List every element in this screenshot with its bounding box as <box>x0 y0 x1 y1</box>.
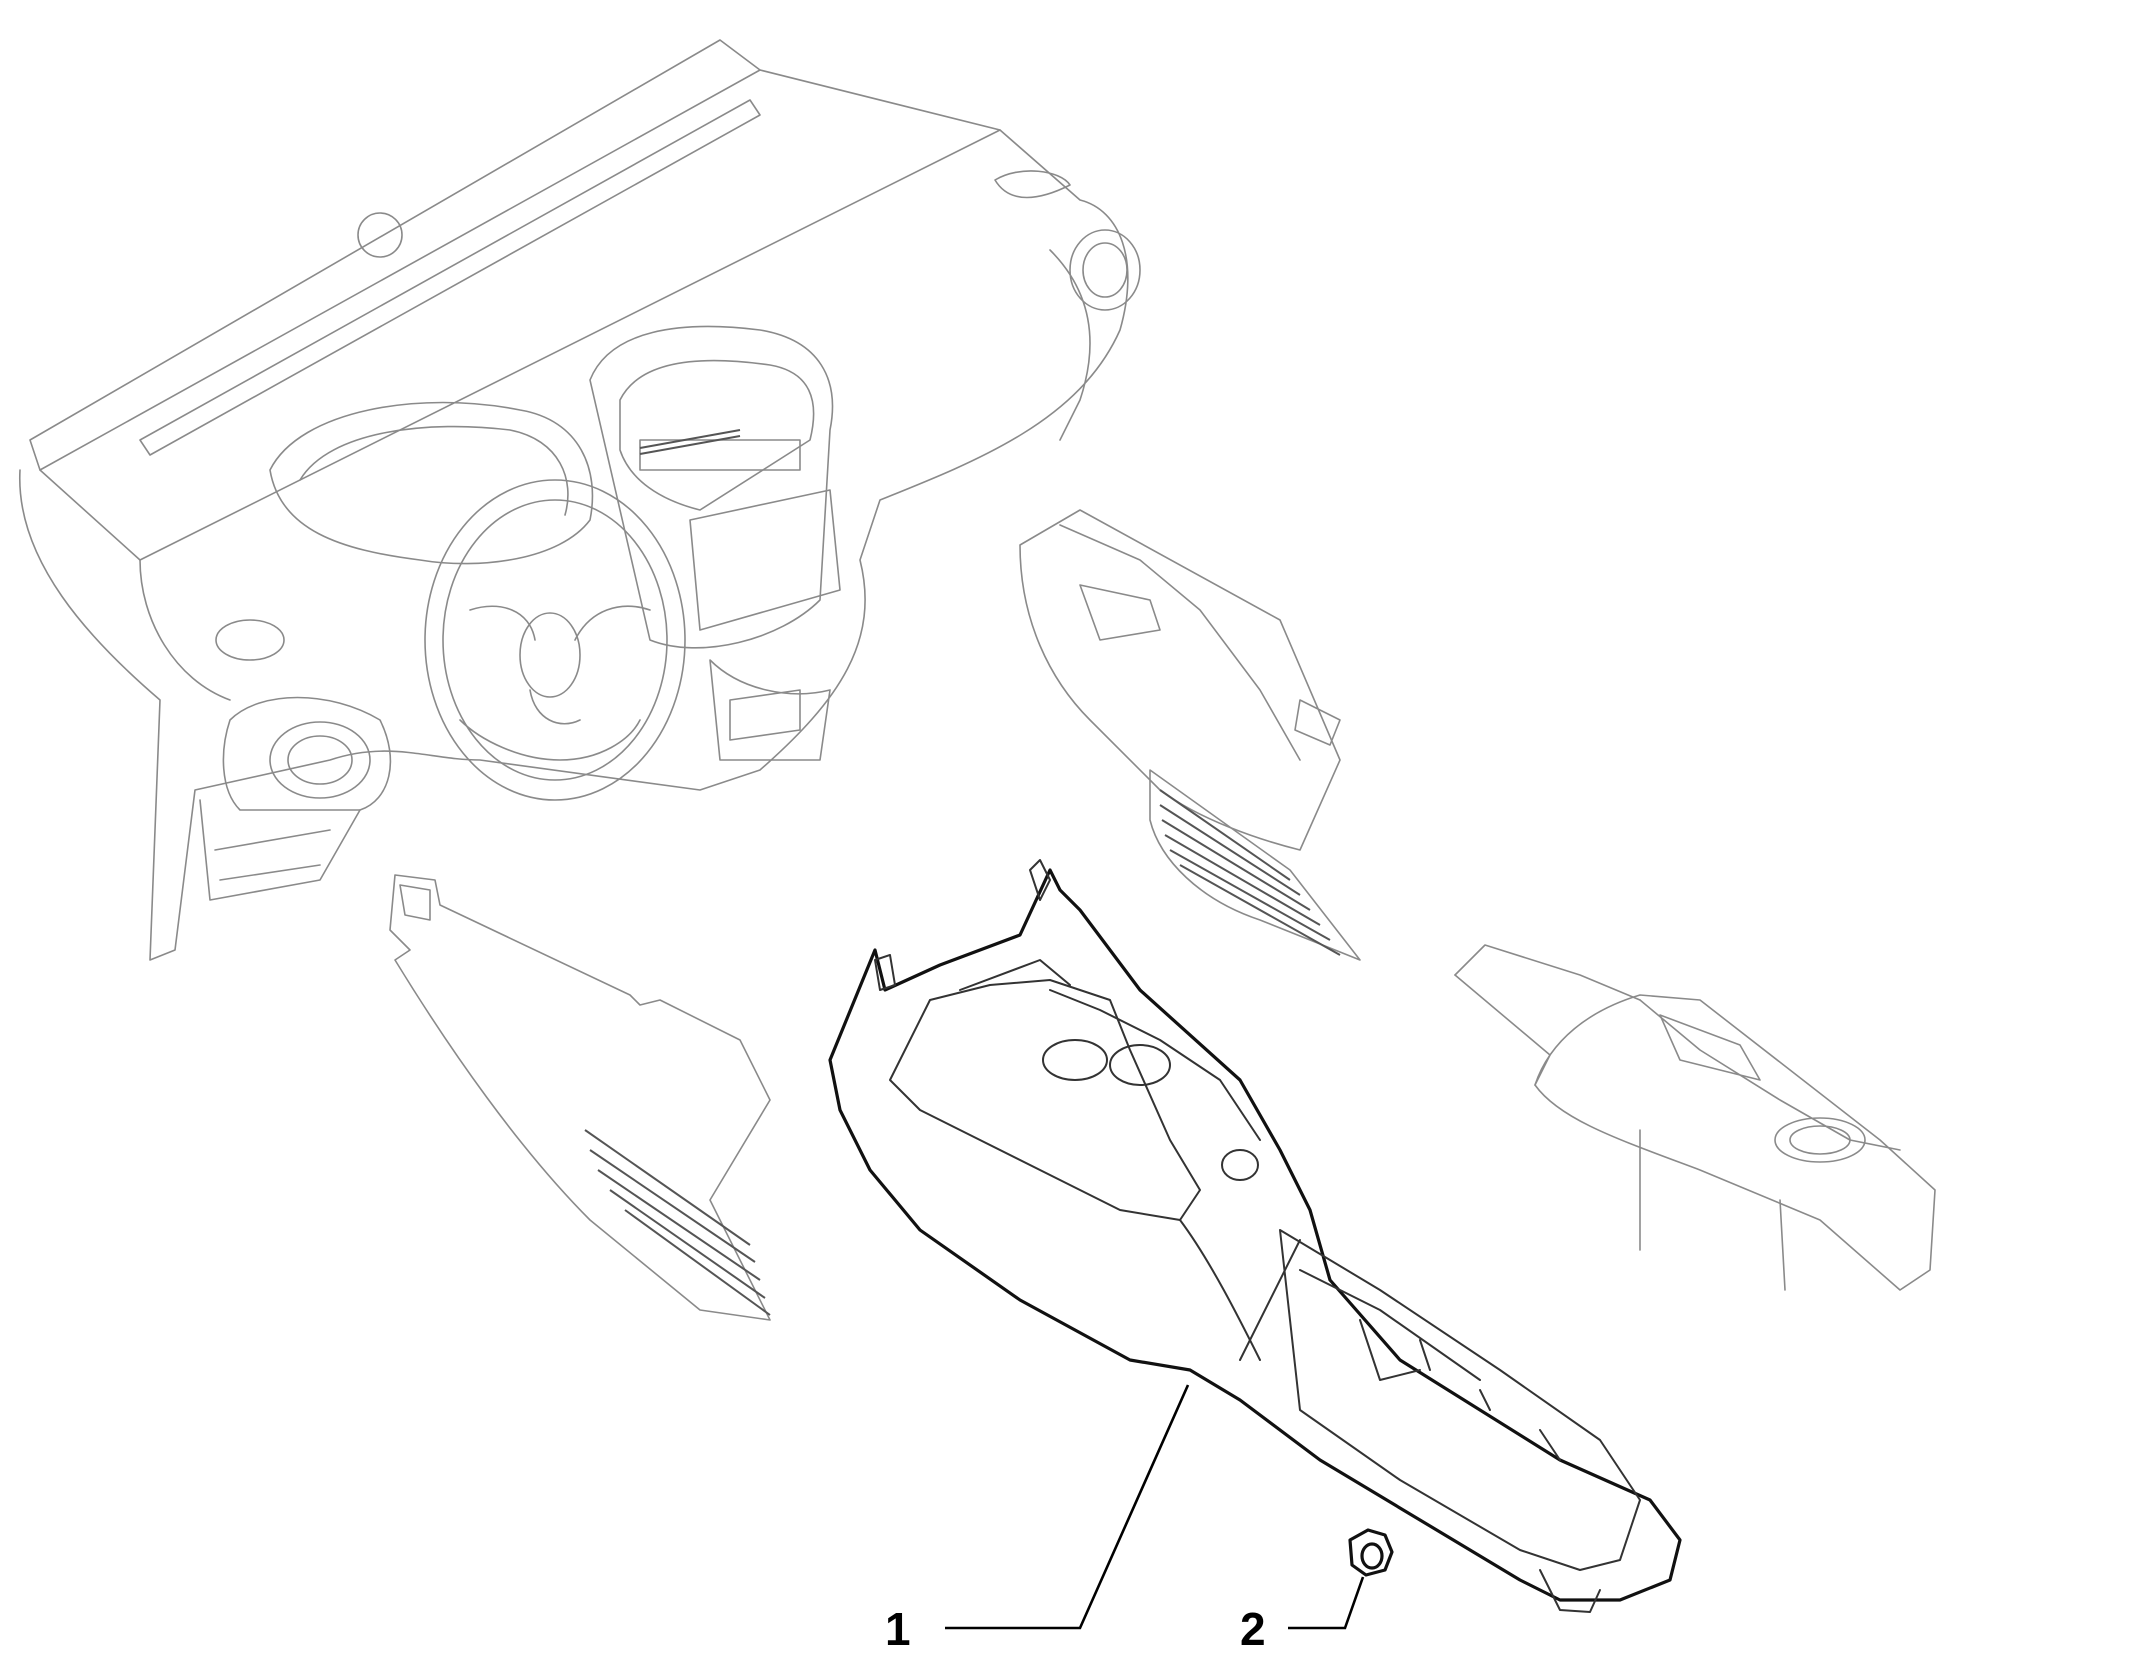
callout-1-label: 1 <box>885 1603 911 1655</box>
callout-2-label: 2 <box>1240 1603 1266 1655</box>
dashboard-assembly <box>19 39 1141 961</box>
nut <box>1348 1528 1394 1577</box>
callout-1: 1 <box>885 1384 1190 1655</box>
armrest <box>1454 944 1936 1291</box>
callout-2-leader-line <box>1288 1576 1365 1630</box>
glove-box-grille <box>1159 789 1341 956</box>
callout-1-leader-line <box>945 1384 1190 1630</box>
glove-box <box>1019 509 1361 961</box>
left-panel-grille <box>584 1129 771 1316</box>
left-lower-panel <box>389 874 771 1321</box>
centre-console <box>828 859 1682 1613</box>
callout-2: 2 <box>1240 1576 1365 1655</box>
